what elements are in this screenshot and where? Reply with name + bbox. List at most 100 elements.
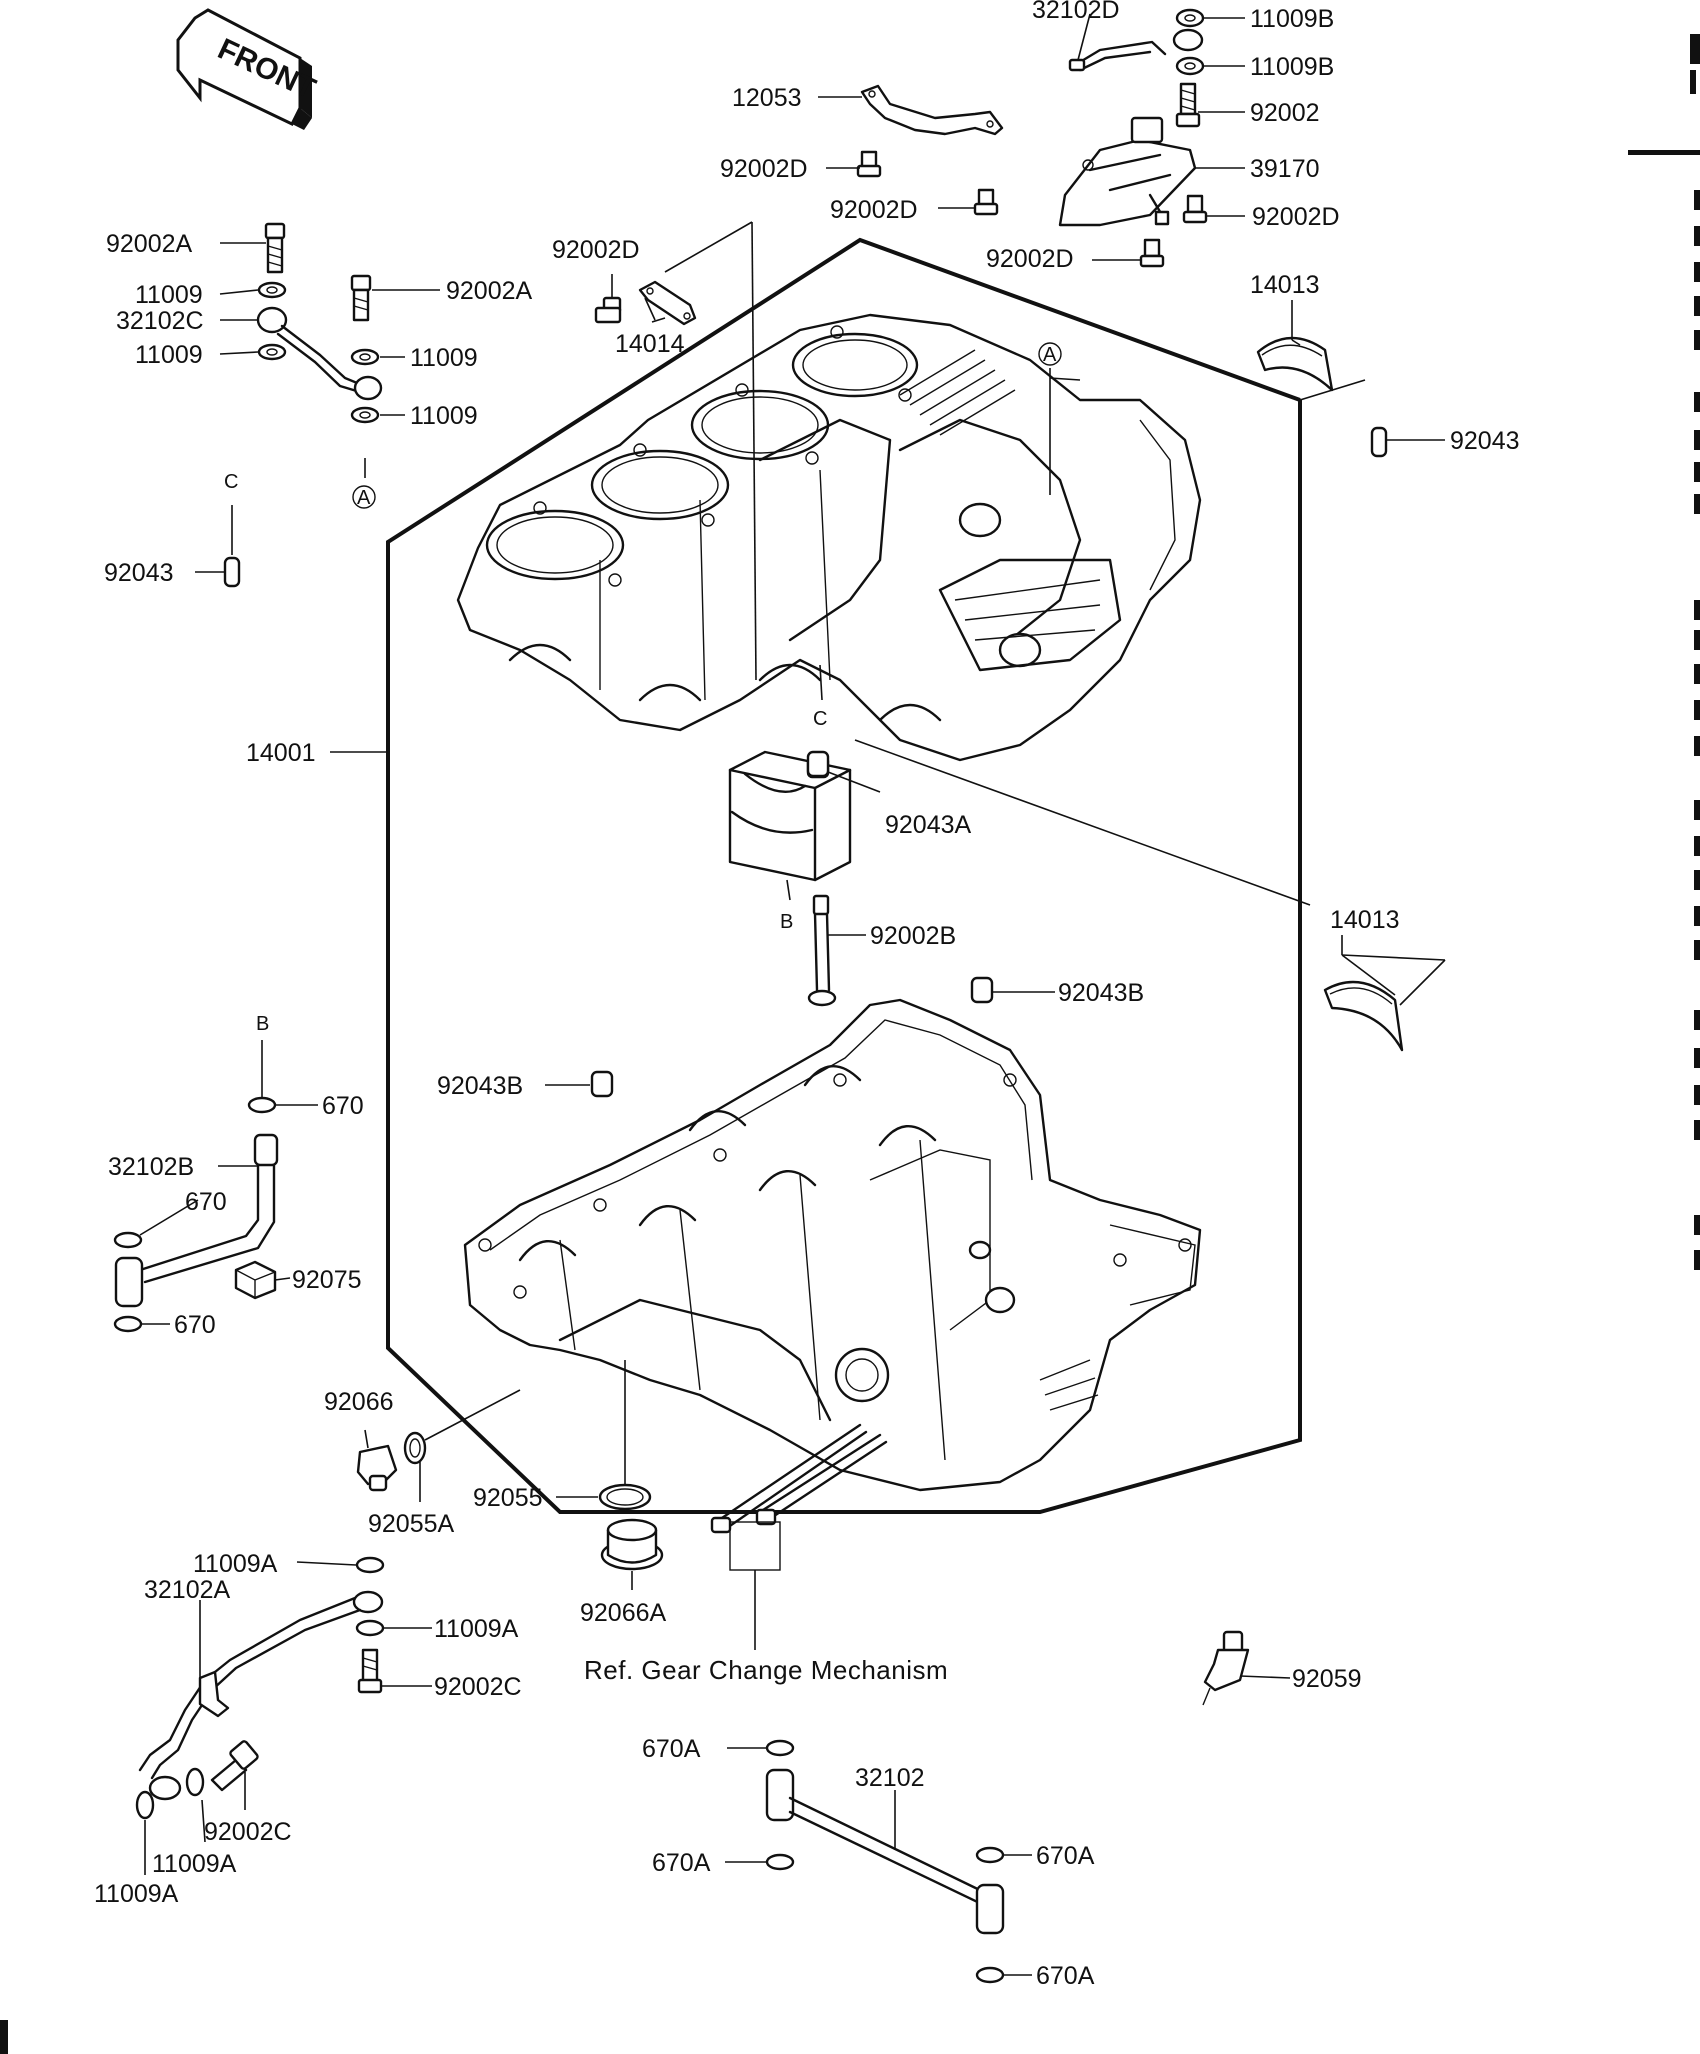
reference-gear-change: Ref. Gear Change Mechanism: [584, 1655, 948, 1685]
gasket-92055: [598, 1483, 652, 1511]
label-92059: 92059: [1292, 1665, 1362, 1693]
label-670-a: 670: [322, 1092, 364, 1120]
label-32102D: 32102D: [1032, 0, 1120, 24]
o-ring-670A-c: [975, 1846, 1005, 1864]
label-92002: 92002: [1250, 99, 1320, 127]
o-ring-670-bottom: [113, 1315, 143, 1333]
label-92002D-5: 92002D: [552, 236, 640, 264]
marker-c-left: C: [224, 471, 238, 493]
o-ring-670A-a: [765, 1739, 795, 1757]
label-670A-a: 670A: [642, 1735, 701, 1763]
dowel-92043B-right: [970, 976, 994, 1004]
label-670A-d: 670A: [1036, 1962, 1095, 1990]
label-92002C-b: 92002C: [204, 1818, 292, 1846]
label-11009A-c: 11009A: [152, 1850, 237, 1878]
label-11009A-b: 11009A: [434, 1615, 519, 1643]
marker-b-left: B: [256, 1013, 269, 1035]
label-11009B-b: 11009B: [1250, 53, 1334, 81]
bolt-92002: [1175, 82, 1201, 128]
label-11009-left-a: 11009: [135, 281, 203, 309]
gasket-92055A: [403, 1431, 427, 1465]
bolt-92002B: [807, 894, 837, 1007]
plug-92066: [356, 1444, 398, 1492]
label-12053: 12053: [732, 84, 802, 112]
label-14013-lower: 14013: [1330, 906, 1400, 934]
label-92066A: 92066A: [580, 1599, 667, 1627]
o-ring-670-top: [247, 1096, 277, 1114]
clip-92075: [234, 1260, 277, 1300]
bolt-92002C-upper: [357, 1648, 383, 1694]
washer-11009A-d: [135, 1790, 155, 1820]
dowel-92043-right: [1370, 426, 1388, 458]
label-32102A: 32102A: [144, 1576, 231, 1604]
washer-11009B-lower: [1175, 56, 1205, 76]
label-92002D-2: 92002D: [830, 196, 918, 224]
label-32102: 32102: [855, 1764, 925, 1792]
label-11009A-a: 11009A: [193, 1550, 278, 1578]
label-92043-right: 92043: [1450, 427, 1520, 455]
bolt-92002A-upper: [264, 222, 286, 274]
oil-pipe-32102D: [1068, 40, 1167, 72]
washer-11009-d: [350, 406, 380, 424]
dowel-92043-left: [223, 556, 241, 588]
front-arrow-icon: FRONT: [176, 8, 320, 130]
washer-11009-b: [257, 343, 287, 361]
label-92002D-1: 92002D: [720, 155, 808, 183]
bearing-insert-14013-lower: [1323, 980, 1404, 1052]
label-92075: 92075: [292, 1266, 362, 1294]
bolt-92002D-c: [1182, 194, 1208, 224]
label-14013-upper: 14013: [1250, 271, 1320, 299]
label-670-b: 670: [185, 1188, 227, 1216]
label-32102B: 32102B: [108, 1153, 194, 1181]
bolt-92002D-a: [856, 150, 882, 178]
label-92002A-left: 92002A: [106, 230, 193, 258]
o-ring-670A-d: [975, 1966, 1005, 1984]
label-670A-b: 670A: [652, 1849, 711, 1877]
label-92043B-right: 92043B: [1058, 979, 1144, 1007]
label-92002C-a: 92002C: [434, 1673, 522, 1701]
leader-lines: [139, 13, 1446, 1976]
right-edge-fragments: [0, 34, 1700, 2054]
oil-pipe-32102: [765, 1768, 1005, 1935]
studs-gear-change: [710, 1423, 888, 1534]
bolt-92002C-lower: [210, 1740, 259, 1792]
label-11009-right-b: 11009: [410, 402, 478, 430]
bolt-92002D-b: [973, 188, 999, 216]
oil-pipe-32102A: [138, 1590, 384, 1801]
plate-14014: [638, 280, 697, 326]
label-92055: 92055: [473, 1484, 543, 1512]
bolt-92002D-e: [594, 296, 622, 324]
label-92002D-4: 92002D: [986, 245, 1074, 273]
label-11009-left-b: 11009: [135, 341, 203, 369]
marker-a-left: A: [357, 487, 371, 509]
washer-11009A-c: [185, 1767, 205, 1797]
label-92055A: 92055A: [368, 1510, 455, 1538]
washer-11009A-b: [355, 1619, 385, 1637]
bearing-cap: [728, 750, 852, 882]
marker-b-block: B: [780, 911, 793, 933]
washer-11009B-upper: [1175, 8, 1205, 28]
bolt-92002A-lower: [350, 274, 372, 322]
oil-pipe-32102C: [256, 306, 383, 401]
label-92002D-3: 92002D: [1252, 203, 1340, 231]
fitting-92059: [1202, 1630, 1250, 1706]
label-32102C: 32102C: [116, 307, 204, 335]
dowel-92043A: [806, 750, 830, 778]
bracket-12053: [860, 84, 1004, 136]
label-92002B: 92002B: [870, 922, 956, 950]
o-ring-670A-b: [765, 1853, 795, 1871]
part-labels: 32102D 11009B 11009B 92002 12053 39170 9…: [94, 0, 1520, 1990]
washer-11009-c: [350, 348, 380, 366]
label-92066: 92066: [324, 1388, 394, 1416]
label-11009B-a: 11009B: [1250, 5, 1334, 33]
label-11009-right-a: 11009: [410, 344, 478, 372]
label-92043-left: 92043: [104, 559, 174, 587]
label-39170: 39170: [1250, 155, 1320, 183]
washer-11009A-a: [355, 1556, 385, 1574]
label-11009A-d: 11009A: [94, 1880, 179, 1908]
assembly-outline: [386, 237, 1302, 1514]
gear-change-ref-bracket: [729, 1521, 781, 1571]
label-670A-c: 670A: [1036, 1842, 1095, 1870]
marker-c-case: C: [813, 708, 827, 730]
